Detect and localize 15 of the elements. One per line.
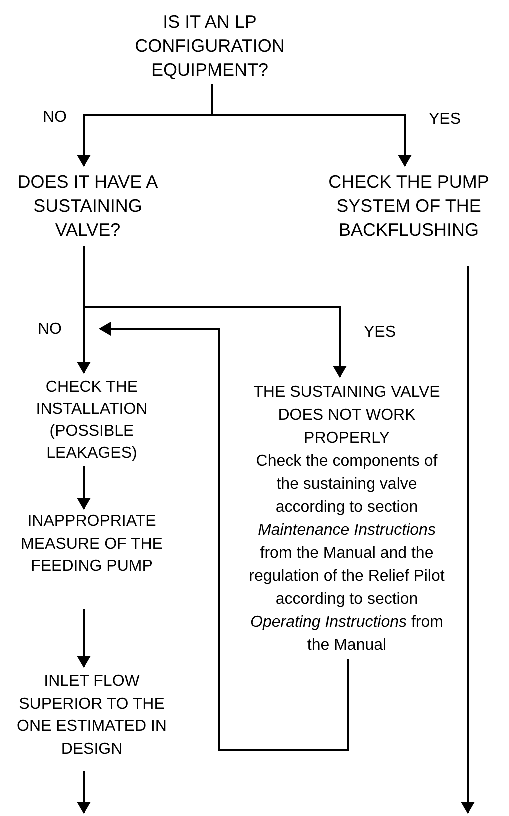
step-text: CHECK THE PUMP SYSTEM OF THE BACKFLUSHING: [311, 170, 507, 242]
arrow: [77, 466, 91, 510]
step-text: INAPPROPRIATE MEASURE OF THE FEEDING PUMP: [4, 511, 180, 578]
arrow: [77, 771, 91, 814]
step-description: Check the components of the sustaining valve according to section Maintenance Instructions from the Manual and the regulation of the Relief Pilot according to section Operating Instructions from the Manual: [249, 452, 445, 656]
arrow: [461, 266, 475, 814]
step-text: INLET FLOW SUPERIOR TO THE ONE ESTIMATED IN DESIGN: [2, 671, 182, 761]
arrow: [99, 322, 349, 751]
step-text: CHECK THE INSTALLATION (POSSIBLE LEAKAGES): [17, 377, 167, 465]
arrow: [83, 246, 347, 378]
arrow: [77, 609, 91, 668]
question-text: DOES IT HAVE A SUSTAINING VALVE?: [2, 170, 174, 242]
arrow: [211, 84, 412, 167]
question-text: IS IT AN LP CONFIGURATION EQUIPMENT?: [115, 10, 305, 82]
step-heading: THE SUSTAINING VALVE DOES NOT WORK PROPERLY: [252, 383, 442, 449]
